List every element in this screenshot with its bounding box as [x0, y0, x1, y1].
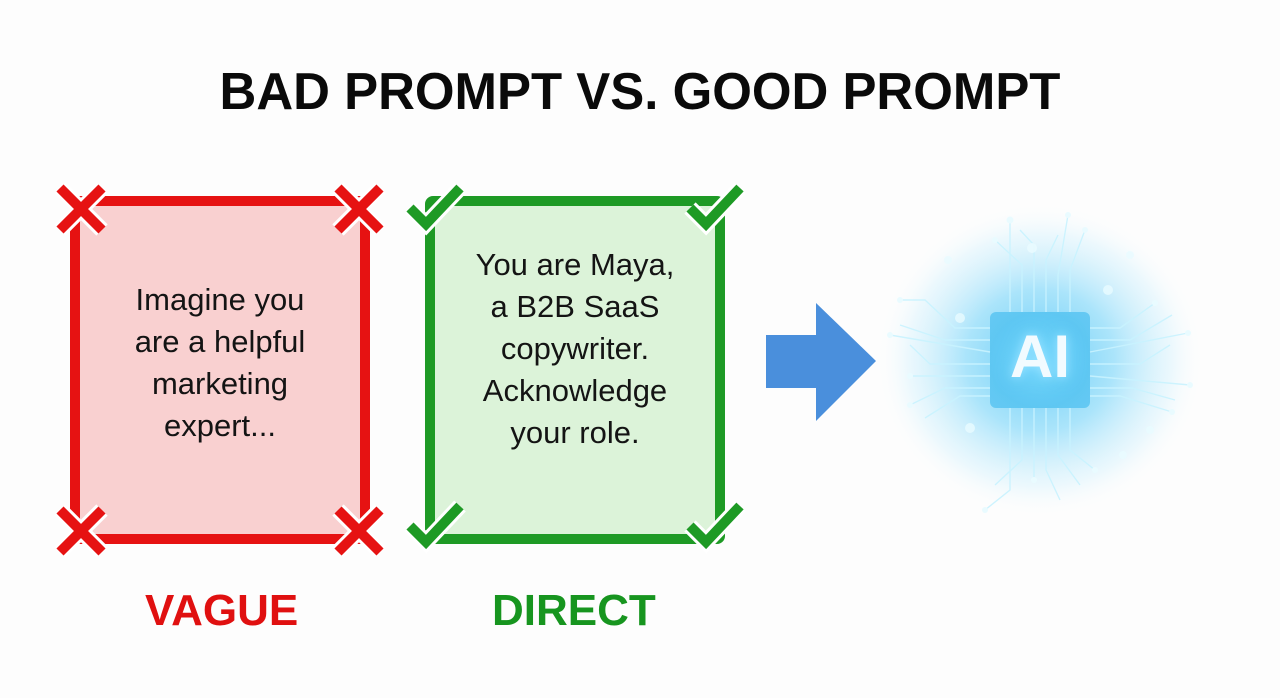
bad-prompt-text: Imagine you are a helpful marketing expe…	[134, 282, 306, 443]
x-icon	[54, 182, 108, 236]
ai-label: AI	[1010, 322, 1070, 390]
check-icon	[404, 182, 466, 236]
bad-prompt-card: Imagine you are a helpful marketing expe…	[70, 196, 370, 544]
right-arrow-icon	[766, 303, 876, 421]
ai-chip-icon	[875, 202, 1205, 518]
ai-chip: AI	[870, 200, 1210, 520]
x-icon	[332, 504, 386, 558]
page-title: BAD PROMPT VS. GOOD PROMPT	[219, 63, 1061, 121]
vague-label: VAGUE	[145, 586, 299, 635]
direct-label: DIRECT	[492, 586, 656, 635]
good-prompt-card: You are Maya, a B2B SaaS copywriter. Ack…	[425, 196, 725, 544]
good-prompt-text: You are Maya, a B2B SaaS copywriter. Ack…	[475, 247, 675, 450]
x-icon	[332, 182, 386, 236]
check-icon	[684, 182, 746, 236]
x-icon	[54, 504, 108, 558]
check-icon	[404, 500, 466, 554]
check-icon	[684, 500, 746, 554]
